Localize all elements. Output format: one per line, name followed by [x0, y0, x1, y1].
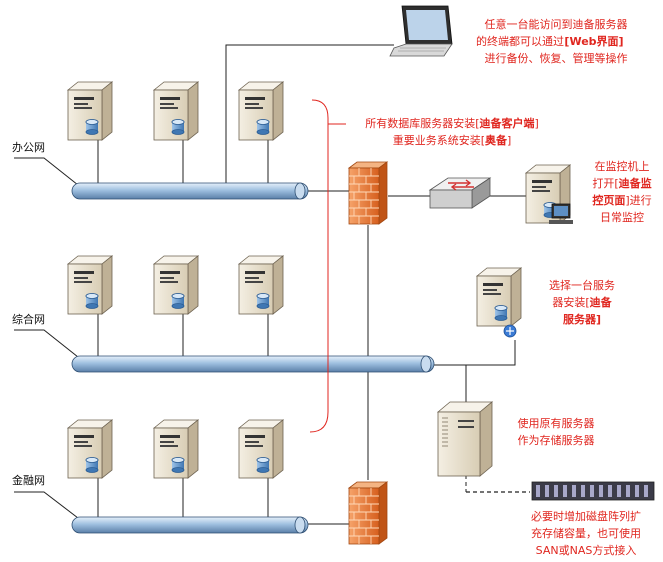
svg-text:[Web界面]: [Web界面]: [564, 35, 623, 48]
office-server-3: [238, 81, 284, 141]
dibei-server-icon: [476, 267, 522, 338]
firewall-icon-top: [348, 161, 388, 225]
svg-text:重要业务系统安装[奥备]: 重要业务系统安装[奥备]: [393, 133, 512, 147]
svg-text:SAN或NAS方式接入: SAN或NAS方式接入: [536, 543, 637, 557]
finance-server-1: [67, 419, 113, 479]
switch-icon: [428, 177, 492, 209]
general-server-1: [67, 255, 113, 315]
svg-text:的终端都可以通过: 的终端都可以通过: [476, 34, 564, 48]
svg-text:所有数据库服务器安装[迪备客户端]: 所有数据库服务器安装[迪备客户端]: [365, 116, 539, 130]
general-bus: [71, 355, 435, 373]
disk-array-icon: [531, 481, 655, 501]
finance-bus: [71, 516, 309, 534]
general-server-3: [238, 255, 284, 315]
svg-text:选择一台服务: 选择一台服务: [549, 278, 615, 292]
storage-note: 使用原有服务器 作为存储服务器: [518, 416, 595, 447]
svg-text:必要时增加磁盘阵列扩: 必要时增加磁盘阵列扩: [531, 509, 641, 523]
svg-text:控页面]进行: 控页面]进行: [592, 193, 651, 207]
office-server-1: [67, 81, 113, 141]
monitor-note: 在监控机上 打开[迪备监 控页面]进行 日常监控: [592, 159, 651, 224]
laptop-icon: [389, 5, 453, 57]
general-network-label: 综合网: [12, 312, 45, 326]
connection-lines: [14, 44, 526, 525]
svg-text:器安装[迪备: 器安装[迪备: [552, 295, 612, 309]
svg-text:作为存储服务器: 作为存储服务器: [518, 433, 595, 447]
finance-server-3: [238, 419, 284, 479]
office-network-label: 办公网: [12, 141, 45, 154]
svg-text:日常监控: 日常监控: [600, 210, 644, 224]
svg-text:使用原有服务器: 使用原有服务器: [518, 416, 595, 430]
web-access-note: 任意一台能访问到迪备服务器 的终端都可以通过 [Web界面] 进行备份、恢复、管…: [476, 17, 628, 65]
finance-server-2: [153, 419, 199, 479]
svg-text:进行备份、恢复、管理等操作: 进行备份、恢复、管理等操作: [485, 51, 628, 65]
storage-server-icon: [436, 401, 494, 477]
monitor-server-icon: [525, 164, 573, 224]
finance-network-label: 金融网: [12, 473, 45, 487]
office-server-2: [153, 81, 199, 141]
firewall-icon-bottom: [348, 481, 388, 545]
svg-text:在监控机上: 在监控机上: [595, 159, 650, 173]
client-install-note: 所有数据库服务器安装[迪备客户端] 重要业务系统安装[奥备]: [365, 116, 539, 147]
office-bus: [71, 182, 309, 200]
svg-text:任意一台能访问到迪备服务器: 任意一台能访问到迪备服务器: [485, 17, 628, 31]
general-server-2: [153, 255, 199, 315]
svg-text:服务器]: 服务器]: [563, 312, 601, 326]
svg-text:充存储容量，也可使用: 充存储容量，也可使用: [531, 526, 641, 540]
dibei-server-note: 选择一台服务 器安装[迪备 服务器]: [549, 278, 615, 326]
svg-text:打开[迪备监: 打开[迪备监: [592, 176, 651, 190]
disk-array-note: 必要时增加磁盘阵列扩 充存储容量，也可使用 SAN或NAS方式接入: [531, 509, 641, 557]
client-bracket: [309, 99, 329, 433]
